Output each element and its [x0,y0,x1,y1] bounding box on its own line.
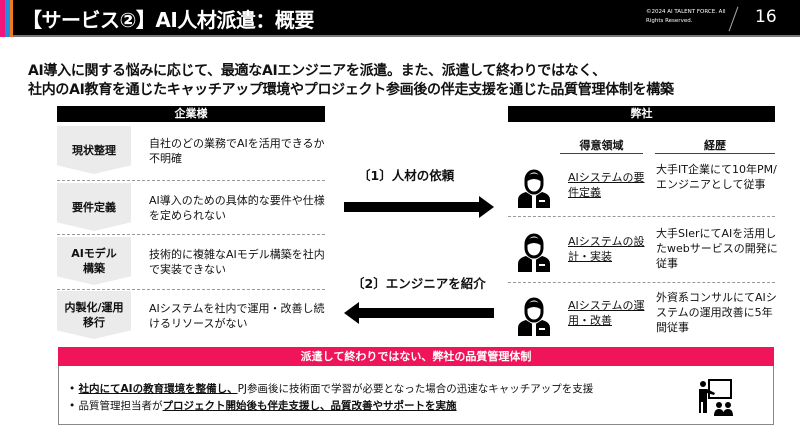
col-career: 経歴 [655,138,775,154]
person-icon [518,233,550,272]
company-header: 弊社 [508,106,775,122]
bullet-mark: • [69,400,76,412]
client-row: 内製化/運用移行 AIシステムを社内で運用・改善し続けるリソースがない [57,291,325,343]
arrow-left-icon [344,302,494,324]
client-row-desc: 自社のどの業務でAIを活用できるか不明確 [149,137,325,165]
client-row-desc: AIシステムを社内で運用・改善し続けるリソースがない [149,302,325,330]
engineer-row: AIシステムの運用・改善 外資系コンサルにてAIシステムの運用改善に5年間従事 [508,286,777,342]
col-skill: 得意領域 [560,138,643,154]
client-row-label: 現状整理 [57,126,131,174]
engineer-skill: AIシステムの運用・改善 [568,299,645,327]
client-row-desc: 技術的に複雑なAIモデル構築を社内で実装できない [149,248,325,276]
divider [508,282,775,283]
teacher-icon [699,379,733,416]
bullet-1-rest: PJ参画後に技術面で学習が必要となった場合の迅速なキャッチアップを支援 [237,383,594,395]
lead-line-1: AI導入に関する悩みに応じて、最適なAIエンジニアを派遣。また、派遣して終わりで… [28,63,606,79]
engineer-row: AIシステムの要件定義 大手IT企業にて10年PM/エンジニアとして従事 [508,158,777,214]
bullet-1: • 社内にてAIの教育環境を整備し、PJ参画後に技術面で学習が必要となった場合の… [69,381,593,396]
client-header: 企業様 [57,106,325,122]
engineer-row: AIシステムの設計・実装 大手SIerにてAIを活用したwebサービスの開発に従… [508,222,778,278]
client-row-label: 内製化/運用移行 [57,291,131,339]
engineer-skill: AIシステムの設計・実装 [568,235,645,263]
header-bar [0,0,800,37]
quality-box: • 社内にてAIの教育環境を整備し、PJ参画後に技術面で学習が必要となった場合の… [58,366,774,425]
page-title: 【サービス②】AI人材派遣：概要 [22,8,314,32]
lead-line-2: 社内のAI教育を通じたキャッチアップ環境やプロジェクト参画後の伴走支援を通じた品… [28,82,674,98]
bullet-2: • 品質管理担当者がプロジェクト開始後も伴走支援し、品質改善やサポートを実施 [69,398,457,413]
divider [57,289,325,290]
engineer-career: 大手IT企業にて10年PM/エンジニアとして従事 [656,163,777,191]
request-label: 〔1〕人材の依頼 [358,168,455,183]
engineer-career: 大手SIerにてAIを活用したwebサービスの開発に従事 [656,227,778,270]
person-icon [518,169,550,208]
quality-header: 派遣して終わりではない、弊社の品質管理体制 [58,347,774,366]
engineer-skill: AIシステムの要件定義 [568,171,645,199]
bullet-1-bold: 社内にてAIの教育環境を整備し、 [78,383,238,395]
stripe-pink [0,0,5,37]
client-row-desc: AI導入のための具体的な要件や仕様を定められない [149,194,325,222]
engineer-career: 外資系コンサルにてAIシステムの運用改善に5年間従事 [656,291,777,334]
introduce-label: 〔2〕エンジニアを紹介 [352,276,486,291]
arrow-right-icon [344,196,494,218]
person-icon [518,297,550,336]
divider [508,216,775,217]
lead-text: AI導入に関する悩みに応じて、最適なAIエンジニアを派遣。また、派遣して終わりで… [28,62,674,100]
page-number: 16 [755,7,777,27]
client-row-label: AIモデル構築 [57,237,131,285]
copyright: ©2024 AI TALENT FORCE. All Rights Reserv… [646,9,726,24]
divider [57,180,325,181]
client-row: 要件定義 AI導入のための具体的な要件や仕様を定められない [57,183,325,235]
client-row-label: 要件定義 [57,183,131,231]
bullet-2-pre: 品質管理担当者が [78,400,163,412]
bullet-2-bold: プロジェクト開始後も伴走支援し、品質改善やサポートを実施 [162,400,457,412]
stripe-orange [10,0,13,37]
client-row: 現状整理自社のどの業務でAIを活用できるか不明確 [57,126,325,178]
stripe-blue [5,0,10,37]
divider [57,234,325,235]
bullet-mark: • [69,383,76,395]
client-row: AIモデル構築技術的に複雑なAIモデル構築を社内で実装できない [57,237,325,289]
